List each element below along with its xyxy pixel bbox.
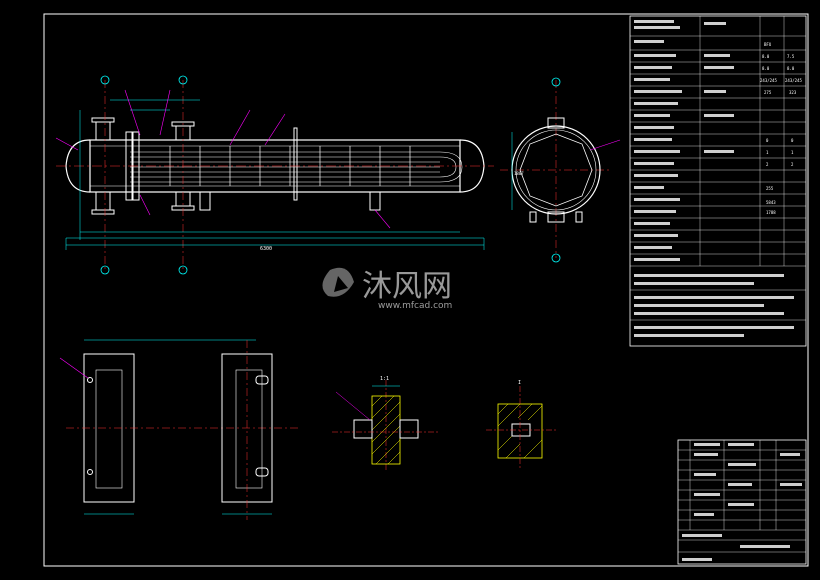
watermark-chinese: 沐风网 — [362, 269, 452, 304]
table-value-3-b: 243/245 — [785, 78, 802, 83]
table-value-1-b: 7.5 — [787, 54, 795, 59]
table-value-6-a: 1 — [766, 150, 769, 155]
table-value-4-a: 275 — [764, 90, 772, 95]
table-top-right-label: BFU — [764, 42, 772, 47]
table-value-6-b: 1 — [791, 150, 794, 155]
table-value-2-b: 8.0 — [787, 66, 795, 71]
heat-exchanger-main-view — [55, 75, 494, 275]
parts-list-table — [677, 439, 807, 565]
table-value-7-a: 2 — [766, 162, 769, 167]
table-value-5-a: 0 — [766, 138, 769, 143]
table-value-2-a: 8.0 — [762, 66, 770, 71]
drawing-border — [43, 13, 809, 567]
height-dimension: 1807 — [514, 171, 524, 176]
support-plate-view-left — [59, 339, 300, 515]
table-extra-value-2: 1788 — [766, 210, 776, 215]
support-plate-view-right — [221, 340, 273, 520]
detail-section-I — [486, 386, 556, 470]
technical-data-table — [629, 15, 807, 347]
watermark — [322, 267, 354, 297]
table-value-5-b: 0 — [791, 138, 794, 143]
table-extra-value-3: 5843 — [766, 200, 776, 205]
table-value-4-b: 323 — [789, 90, 797, 95]
detail-section-1 — [332, 380, 440, 470]
table-value-7-b: 2 — [791, 162, 794, 167]
detail-section-I-label: I — [518, 380, 521, 386]
table-extra-value-1: 255 — [766, 186, 774, 191]
detail-section-1-label: 1:1 — [380, 376, 389, 382]
table-value-1-a: 8.0 — [762, 54, 770, 59]
table-value-3-a: 243/245 — [760, 78, 777, 83]
end-view-section — [500, 77, 621, 263]
watermark-url: www.mfcad.com — [378, 301, 452, 311]
overall-length-dimension: 6300 — [260, 246, 272, 252]
